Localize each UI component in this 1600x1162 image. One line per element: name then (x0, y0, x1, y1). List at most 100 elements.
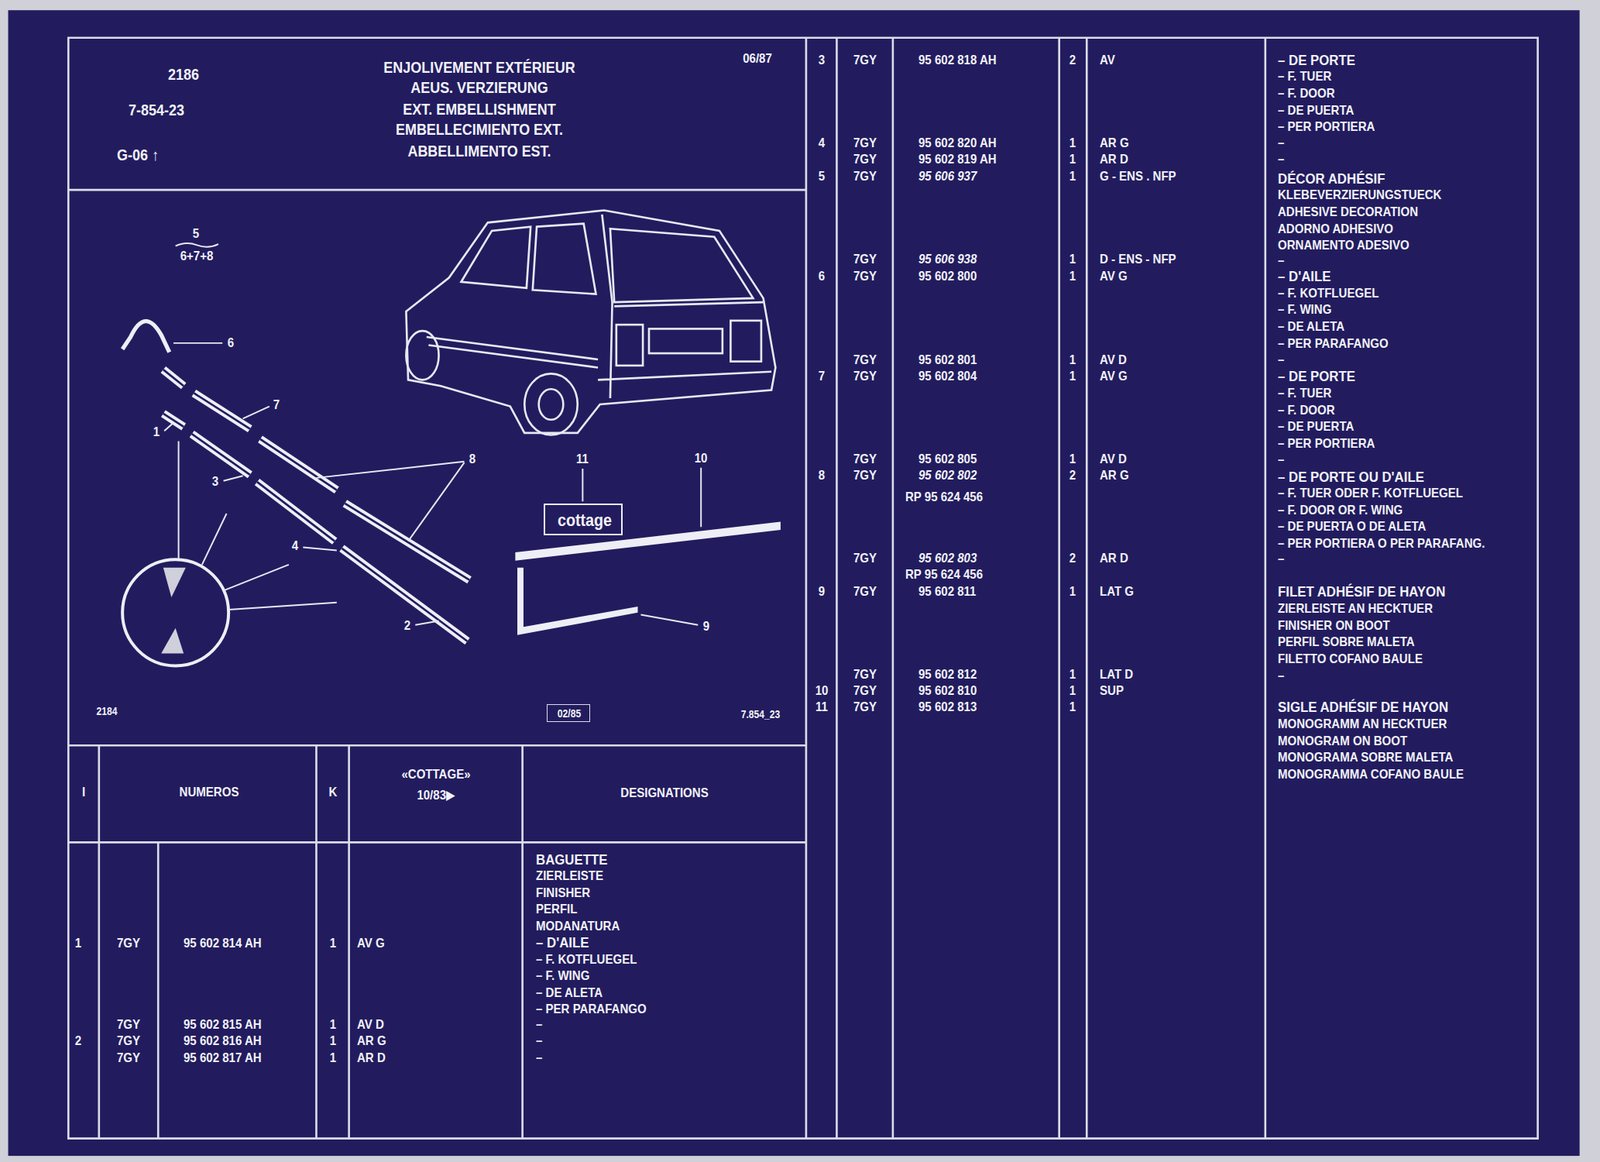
table-cell: 7GY (853, 353, 877, 368)
table-cell: – (535, 1050, 543, 1065)
table-cell: 1 (329, 936, 336, 950)
table-cell: – F. DOOR (1277, 86, 1336, 100)
table-cell: 95 602 819 AH (918, 152, 997, 166)
table-cell: 1 (1069, 585, 1076, 599)
table-cell: 1 (75, 936, 82, 950)
table-cell: FILET ADHÉSIF DE HAYON (1277, 584, 1446, 600)
table-cell: 1 (329, 1018, 336, 1032)
table-cell: 95 602 803 (918, 551, 977, 565)
table-cell: – D'AILE (535, 935, 589, 951)
table-cell: – (1277, 136, 1285, 150)
table-cell: 1 (1069, 684, 1076, 698)
table-cell: 7GY (853, 700, 877, 715)
table-cell: – (1277, 552, 1285, 567)
table-cell: – F. DOOR OR F. WING (1277, 503, 1403, 517)
table-grid (68, 37, 1538, 1139)
callout-number: 7 (273, 398, 280, 413)
header-text: EMBELLECIMIENTO EXT. (395, 121, 564, 138)
table-cell: – DE PORTE OU D'AILE (1277, 469, 1425, 485)
callout-number: 6 (227, 336, 234, 350)
table-cell: AV D (1099, 453, 1127, 467)
date-stamp: 02/85 (546, 703, 590, 722)
header-text: 2186 (168, 66, 200, 83)
table-cell: 7GY (853, 453, 877, 467)
table-cell: 7GY (853, 370, 877, 384)
table-cell: 7GY (853, 551, 877, 565)
rear-wheel (524, 373, 578, 435)
table-cell: 7GY (853, 169, 877, 183)
table-cell: 7GY (853, 136, 877, 150)
wheel-hub (539, 388, 564, 420)
table-cell: ZIERLEISTE (535, 869, 604, 883)
header-text: G-06 ↑ (116, 147, 159, 163)
callout-number: 3 (212, 475, 219, 489)
table-cell: 2 (1069, 469, 1076, 483)
table-cell: 1 (329, 1050, 336, 1065)
table-cell: 95 602 802 (918, 469, 977, 483)
header-text: EXT. EMBELLISHMENT (403, 101, 557, 117)
table-cell: 7GY (116, 1050, 141, 1065)
callout-number: 8 (469, 453, 476, 467)
table-cell: 4 (817, 136, 825, 150)
section-profile (161, 567, 186, 654)
table-cell: – (1277, 152, 1285, 166)
strip-groove (163, 369, 470, 642)
panel-text: 7.854_23 (740, 709, 780, 721)
table-cell: FINISHER (535, 885, 591, 900)
table-cell: – (1277, 453, 1285, 467)
callout-number: 1 (152, 425, 159, 439)
table-cell: G - ENS . NFP (1099, 169, 1177, 183)
table-cell: RP 95 624 456 (905, 568, 983, 582)
trim-strips (122, 321, 781, 642)
table-cell: 2 (1069, 53, 1076, 67)
table-cell: – PER PARAFANGO (1277, 336, 1389, 351)
table-cell: – DE PUERTA (1277, 420, 1354, 434)
table-cell: 7GY (853, 668, 877, 682)
table-cell: – (1277, 254, 1285, 268)
car-body (405, 210, 776, 433)
table-cell: 95 602 820 AH (918, 136, 997, 150)
leader-lines (164, 343, 701, 625)
table-cell: LAT D (1099, 668, 1134, 682)
table-cell: 1 (1069, 453, 1076, 467)
table-cell: 95 602 814 AH (183, 936, 262, 950)
table-cell: – F. TUER (1277, 70, 1332, 84)
header-text: 06/87 (742, 52, 773, 66)
header-text: 7-854-23 (128, 102, 185, 118)
illustration-panel: 21847.854_23cottage02/85 (68, 189, 807, 746)
table-cell: 10 (814, 684, 828, 698)
table-cell: – DE ALETA (1277, 320, 1345, 334)
table-cell: RP 95 624 456 (905, 490, 983, 504)
table-cell: AV G (1099, 270, 1128, 284)
table-cell: 1 (1069, 668, 1076, 682)
table-cell: MONOGRAM ON BOOT (1277, 734, 1408, 748)
panel-text: cottage (557, 511, 612, 529)
callout-number: 11 (576, 453, 589, 467)
table-cell: 1 (1069, 169, 1076, 183)
table-cell: D - ENS - NFP (1099, 252, 1177, 266)
body-edge (426, 214, 772, 399)
callout-number: 5 (192, 226, 200, 241)
table-cell: – DE PORTE (1277, 369, 1356, 385)
table-cell: 9 (817, 585, 825, 599)
callout-number: 10 (694, 451, 708, 465)
table-cell: 7GY (853, 270, 877, 284)
table-cell: – F. WING (535, 969, 590, 983)
table-cell: 1 (1069, 353, 1076, 368)
table-cell: 95 602 801 (918, 353, 977, 368)
header-text: ENJOLIVEMENT EXTÉRIEUR (384, 59, 576, 76)
table-cell: – F. DOOR (1277, 403, 1336, 417)
tail-light (730, 320, 762, 362)
table-cell: SUP (1099, 684, 1124, 698)
table-cell: 1 (1069, 152, 1076, 166)
table-cell: – F. KOTFLUEGEL (535, 952, 637, 966)
table-cell: 1 (329, 1034, 336, 1048)
table-cell: AV G (1099, 370, 1128, 384)
table-cell: 7GY (853, 53, 877, 67)
table-cell: 1 (1069, 700, 1076, 715)
table-cell: 1 (1069, 252, 1076, 266)
table-cell: 7GY (116, 1034, 141, 1048)
number-plate (648, 328, 723, 354)
side-window (461, 226, 532, 289)
